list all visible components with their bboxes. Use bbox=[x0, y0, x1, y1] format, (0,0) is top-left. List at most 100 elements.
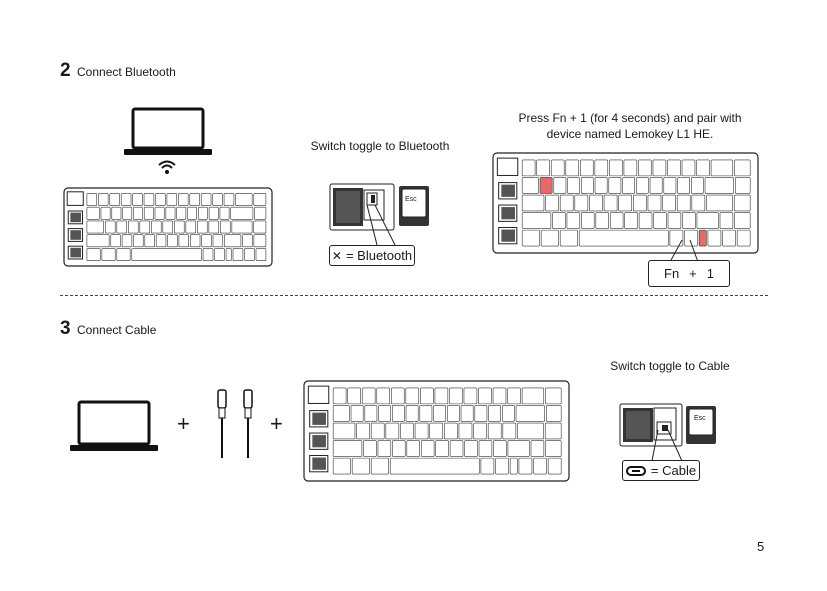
key bbox=[370, 457, 389, 475]
key bbox=[609, 159, 623, 177]
key bbox=[405, 405, 419, 422]
key bbox=[545, 405, 562, 422]
key bbox=[473, 422, 487, 440]
esc-key-label: Esc bbox=[694, 415, 706, 422]
key bbox=[444, 422, 458, 440]
wifi-icon bbox=[158, 160, 176, 174]
key bbox=[623, 159, 638, 177]
fn-key-text: Fn bbox=[664, 266, 680, 281]
key bbox=[363, 440, 377, 457]
fn-combo-box: Fn + 1 bbox=[648, 260, 730, 287]
key bbox=[474, 405, 488, 422]
cable-toggle-closeup bbox=[619, 403, 716, 447]
usb-cable-icon bbox=[217, 389, 253, 458]
key bbox=[122, 206, 133, 220]
key bbox=[144, 234, 155, 248]
pair-caption-line1: Press Fn + 1 (for 4 seconds) and pair wi… bbox=[518, 111, 742, 125]
key bbox=[165, 206, 176, 220]
cable-label-box: = Cable bbox=[622, 460, 700, 481]
step-3-number: 3 bbox=[60, 318, 71, 339]
key bbox=[669, 229, 684, 247]
key bbox=[594, 159, 609, 177]
key bbox=[710, 159, 734, 177]
key bbox=[187, 206, 197, 220]
knob bbox=[307, 385, 330, 404]
key bbox=[176, 206, 187, 220]
key bbox=[515, 405, 545, 422]
knob bbox=[66, 191, 84, 206]
key bbox=[635, 177, 649, 194]
key bbox=[189, 193, 200, 206]
key bbox=[509, 457, 518, 475]
key bbox=[488, 405, 501, 422]
key bbox=[220, 220, 231, 234]
key bbox=[502, 422, 517, 440]
key bbox=[559, 229, 578, 247]
key bbox=[201, 234, 212, 248]
key bbox=[552, 212, 566, 229]
key bbox=[566, 212, 581, 229]
key bbox=[609, 212, 624, 229]
key bbox=[662, 194, 676, 212]
esc-key-label: Esc bbox=[405, 196, 417, 203]
key bbox=[545, 440, 562, 457]
key bbox=[139, 220, 151, 234]
key bbox=[429, 422, 444, 440]
key bbox=[86, 220, 105, 234]
key bbox=[244, 248, 255, 261]
key bbox=[722, 229, 736, 247]
key bbox=[691, 194, 706, 212]
key bbox=[253, 234, 267, 248]
key bbox=[649, 177, 663, 194]
one-key-text: 1 bbox=[706, 266, 714, 281]
pair-caption: Press Fn + 1 (for 4 seconds) and pair wi… bbox=[505, 110, 755, 142]
toggle-callout-line bbox=[366, 204, 396, 246]
key bbox=[391, 405, 405, 422]
key bbox=[370, 422, 385, 440]
key bbox=[132, 193, 143, 206]
key bbox=[521, 212, 552, 229]
keyboard-illustration-fn bbox=[492, 152, 759, 254]
key bbox=[377, 440, 392, 457]
key bbox=[545, 194, 559, 212]
key bbox=[480, 457, 495, 475]
key bbox=[507, 440, 530, 457]
key bbox=[116, 220, 128, 234]
key bbox=[332, 387, 347, 405]
key bbox=[734, 212, 751, 229]
key bbox=[574, 194, 589, 212]
key bbox=[212, 234, 224, 248]
combo-plus: + bbox=[689, 266, 697, 281]
key bbox=[446, 405, 460, 422]
key bbox=[536, 159, 550, 177]
macro-key-face bbox=[501, 207, 515, 220]
key bbox=[544, 422, 562, 440]
key bbox=[696, 159, 710, 177]
key bbox=[495, 457, 509, 475]
macro-key-face bbox=[501, 184, 515, 197]
key bbox=[151, 220, 162, 234]
key bbox=[332, 405, 350, 422]
key bbox=[706, 194, 733, 212]
key bbox=[633, 194, 647, 212]
key bbox=[553, 177, 567, 194]
bluetooth-label-box: ✕ = Bluetooth bbox=[329, 245, 415, 266]
key bbox=[414, 422, 429, 440]
key bbox=[174, 220, 185, 234]
key bbox=[638, 159, 652, 177]
key bbox=[492, 387, 507, 405]
macro-key-face bbox=[312, 457, 326, 470]
key bbox=[242, 234, 253, 248]
plus-sign: + bbox=[270, 411, 283, 436]
key bbox=[105, 220, 116, 234]
key bbox=[676, 194, 691, 212]
macro-key-face bbox=[312, 435, 326, 448]
key bbox=[517, 422, 544, 440]
key bbox=[653, 212, 667, 229]
macro-key-face bbox=[70, 230, 82, 240]
key bbox=[559, 194, 574, 212]
key bbox=[100, 206, 111, 220]
key bbox=[155, 234, 167, 248]
key bbox=[521, 387, 545, 405]
key bbox=[521, 177, 539, 194]
